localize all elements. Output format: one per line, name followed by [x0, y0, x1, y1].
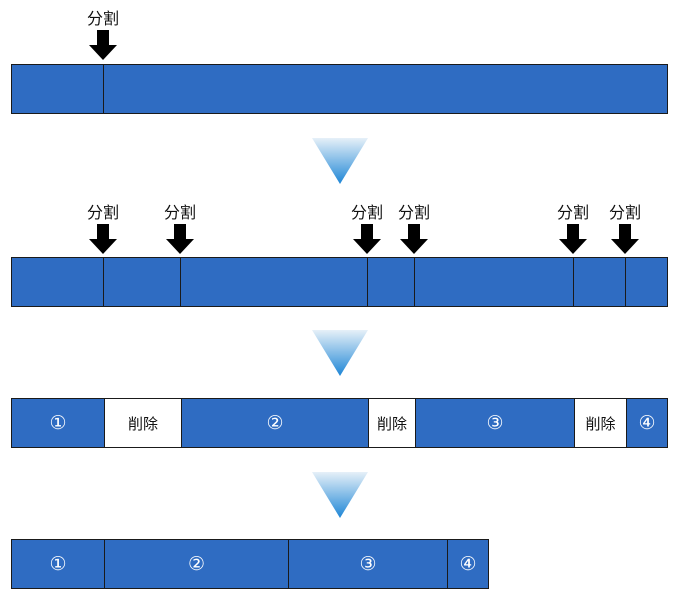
deleted-segment: 削除	[574, 399, 626, 447]
result-segment-2: ②	[104, 540, 288, 588]
split-line	[103, 65, 104, 113]
keep-segment-2: ②	[181, 399, 368, 447]
split-label: 分割	[556, 203, 589, 222]
split-label: 分割	[350, 203, 383, 222]
down-triangle-icon	[312, 138, 368, 184]
split-marker: 分割	[605, 204, 645, 254]
keep-segment-3: ③	[415, 399, 574, 447]
down-arrow-icon	[89, 30, 117, 60]
result-bar: ① ② ③ ④	[11, 539, 489, 589]
split-marker: 分割	[394, 204, 434, 254]
split-line	[625, 258, 626, 306]
segment-number: ③	[359, 553, 377, 575]
result-segment-4: ④	[447, 540, 488, 588]
split-line	[103, 258, 104, 306]
down-triangle-icon	[312, 472, 368, 518]
segment-number: ②	[187, 553, 206, 575]
segment-number: ④	[459, 553, 477, 575]
split-label: 分割	[86, 203, 119, 222]
split-label: 分割	[86, 9, 119, 28]
segment-number: ④	[638, 412, 656, 434]
segment-number: ①	[49, 553, 67, 575]
split-marker: 分割	[83, 204, 123, 254]
segment-number: ③	[486, 412, 504, 434]
delete-label: 削除	[585, 414, 616, 433]
result-segment-1: ①	[12, 540, 104, 588]
split-marker: 分割	[553, 204, 593, 254]
deleted-segment: 削除	[104, 399, 181, 447]
down-arrow-icon	[559, 224, 587, 254]
split-label: 分割	[397, 203, 430, 222]
delete-label: 削除	[127, 414, 158, 433]
keep-segment-1: ①	[12, 399, 104, 447]
segment-number: ②	[266, 412, 284, 434]
split-line	[180, 258, 181, 306]
deleted-segment: 削除	[368, 399, 415, 447]
result-segment-3: ③	[288, 540, 447, 588]
split-label: 分割	[608, 203, 641, 222]
original-bar	[11, 64, 668, 114]
down-arrow-icon	[89, 224, 117, 254]
down-arrow-icon	[353, 224, 381, 254]
down-triangle-icon	[312, 330, 368, 376]
down-arrow-icon	[611, 224, 639, 254]
down-arrow-icon	[400, 224, 428, 254]
split-marker: 分割	[160, 204, 200, 254]
split-line	[414, 258, 415, 306]
split-bar	[11, 257, 668, 307]
keep-segment-4: ④	[626, 399, 667, 447]
split-marker: 分割	[347, 204, 387, 254]
marked-bar: ① 削除 ② 削除 ③ 削除 ④	[11, 398, 668, 448]
split-label: 分割	[163, 203, 196, 222]
split-line	[367, 258, 368, 306]
down-arrow-icon	[166, 224, 194, 254]
segment-number: ①	[49, 412, 67, 434]
delete-label: 削除	[376, 414, 407, 433]
split-marker: 分割	[83, 10, 123, 60]
split-line	[573, 258, 574, 306]
